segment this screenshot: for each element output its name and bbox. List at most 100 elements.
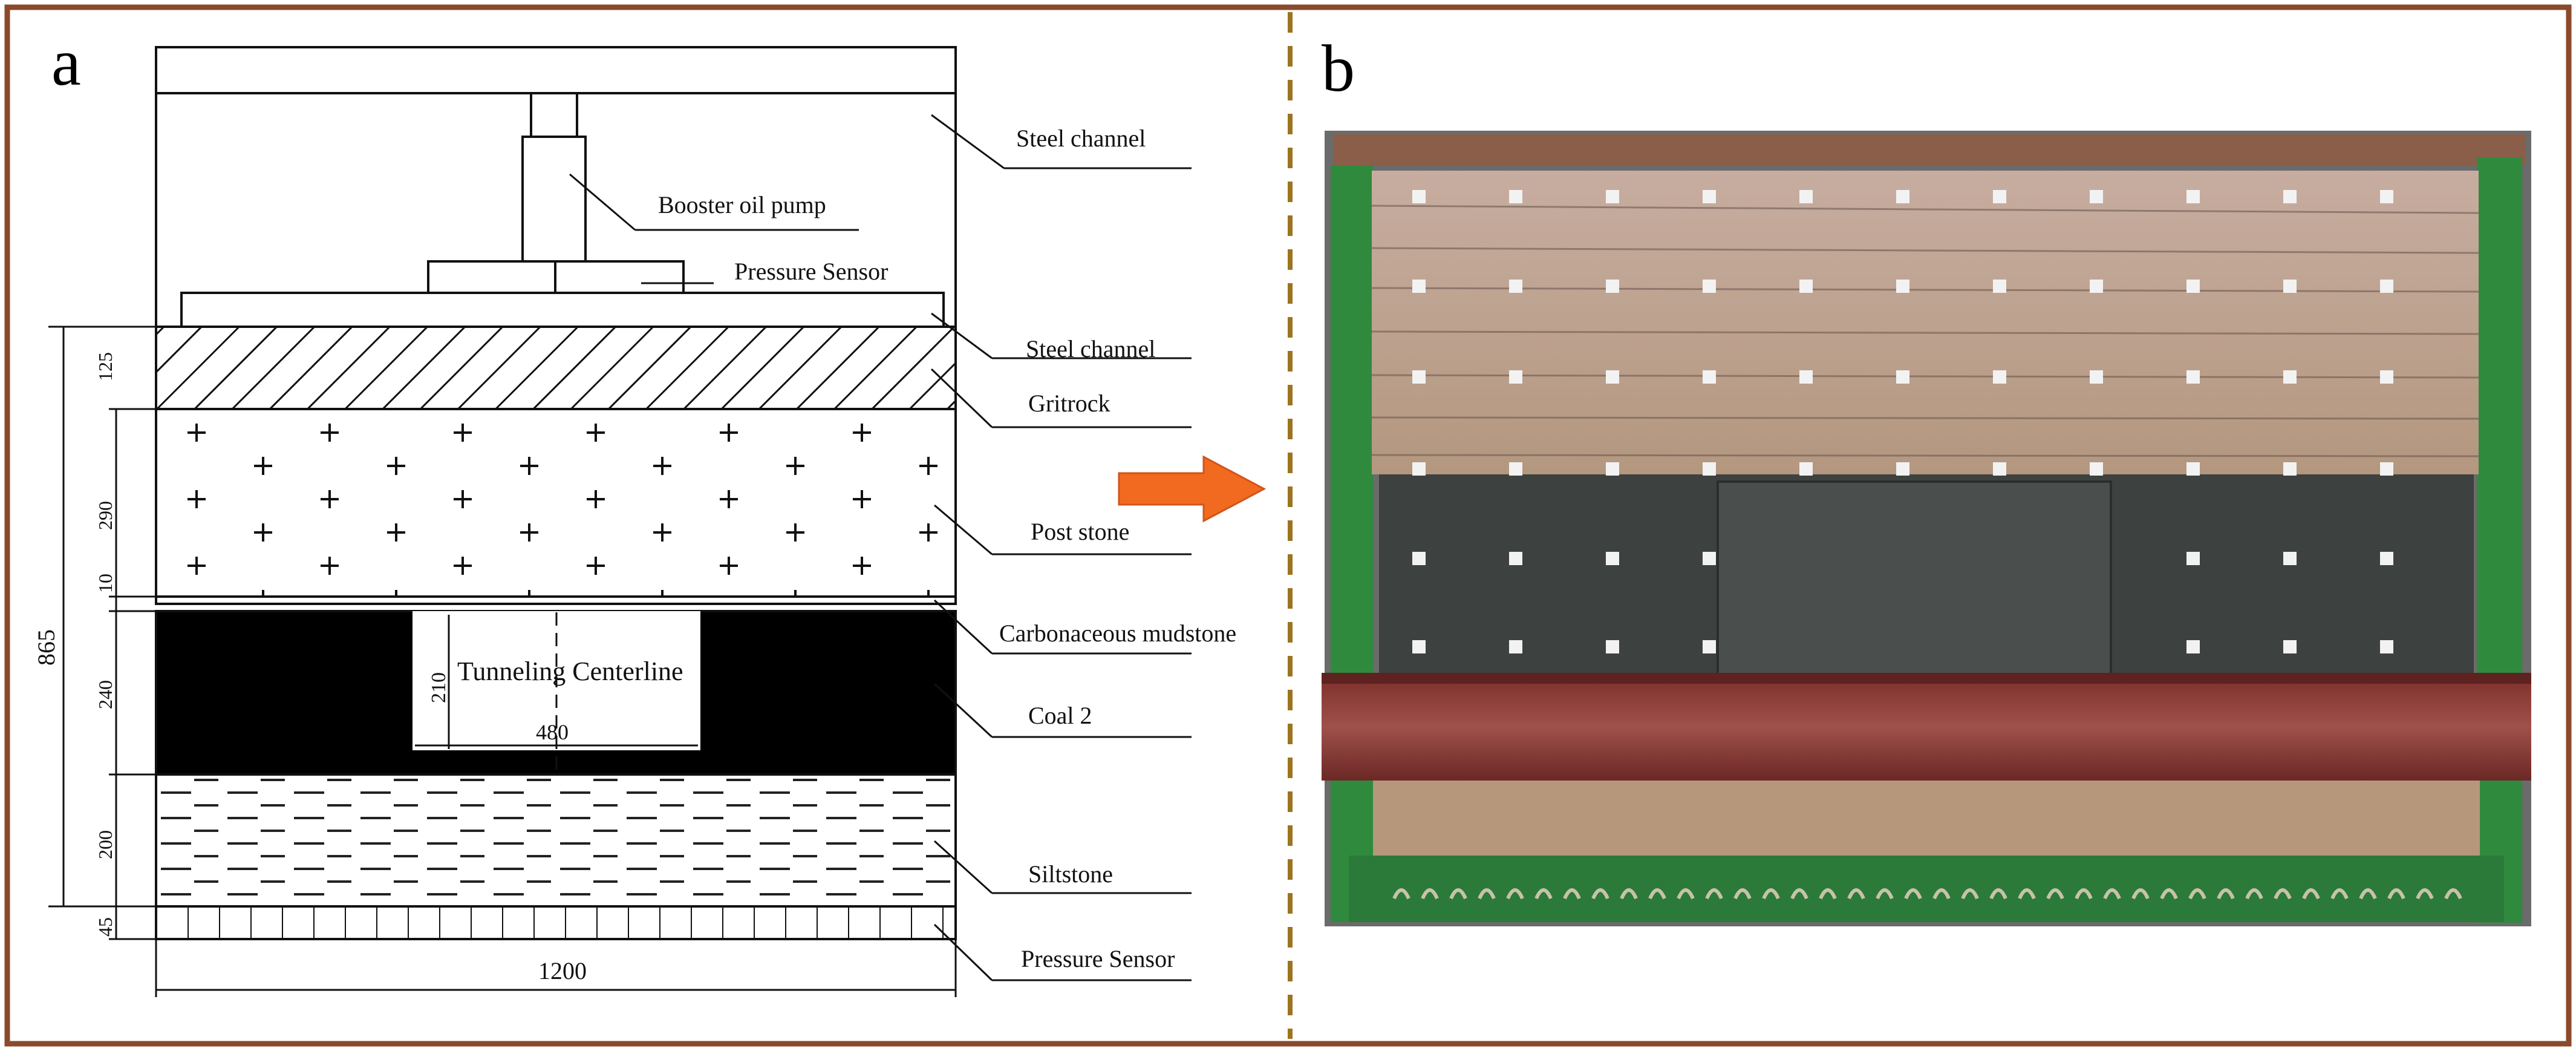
photo-sensor-clip: [2302, 888, 2320, 900]
thickness-post-stone: 290: [94, 501, 116, 530]
photo-marker: [1896, 462, 1909, 476]
panel-a-label: a: [51, 25, 81, 99]
photo-marker: [2090, 280, 2103, 293]
photo-sensor-clip: [2387, 888, 2405, 900]
tunnel-label: Tunneling Centerline: [457, 656, 683, 686]
label-booster-oil-pump: Booster oil pump: [658, 191, 826, 218]
photo-marker: [1412, 190, 1426, 203]
thickness-mudstone: 10: [94, 574, 116, 593]
model-schematic: [48, 46, 1192, 997]
panel-b-label: b: [1322, 31, 1355, 105]
photo-marker: [1703, 190, 1716, 203]
photo-marker: [1412, 640, 1426, 653]
photo-sensor-clip: [2046, 888, 2064, 900]
photo-sensor-clip: [1449, 888, 1467, 900]
photo-sensor-clip: [2245, 888, 2263, 900]
label-pressure-sensor-bottom: Pressure Sensor: [1021, 945, 1175, 972]
photo-marker: [1703, 462, 1716, 476]
photo-sensor-clip: [2359, 888, 2377, 900]
photo-sensor-clip: [1705, 888, 1723, 900]
photo-marker: [1509, 462, 1522, 476]
photo-marker: [2186, 280, 2200, 293]
photo-marker: [1799, 280, 1813, 293]
photo-marker: [2283, 190, 2297, 203]
photo-marker: [1412, 370, 1426, 384]
photo-marker: [1606, 462, 1619, 476]
photo-marker: [2090, 190, 2103, 203]
photo-marker: [1412, 462, 1426, 476]
booster-oil-pump: [530, 92, 578, 138]
photo-marker: [1703, 552, 1716, 565]
label-siltstone: Siltstone: [1028, 860, 1113, 888]
photo-sensor-clip: [2188, 888, 2206, 900]
photo-marker: [1509, 640, 1522, 653]
photo-sensor-clip: [1876, 888, 1894, 900]
label-carbonaceous-mudstone: Carbonaceous mudstone: [999, 620, 1236, 647]
tunnel-width: 480: [536, 720, 569, 744]
photo-marker: [1799, 462, 1813, 476]
photo-marker: [1606, 370, 1619, 384]
photo-marker: [1993, 462, 2006, 476]
thickness-sensor: 45: [94, 917, 116, 937]
photo-sensor-clip: [1819, 888, 1837, 900]
photo-marker: [1896, 280, 1909, 293]
photo-sensor-clip: [2416, 888, 2434, 900]
photo-sensor-clip: [1733, 888, 1752, 900]
photo-sensor-clip: [1790, 888, 1808, 900]
photo-sensor-clip: [2131, 888, 2150, 900]
photo-sensor-base: [1349, 856, 2504, 922]
photo-marker: [2380, 552, 2393, 565]
photo-sensor-clip: [2018, 888, 2036, 900]
label-pressure-sensor-top: Pressure Sensor: [734, 258, 888, 285]
photo-marker: [2090, 462, 2103, 476]
photo-marker: [2283, 552, 2297, 565]
photo-marker: [1799, 370, 1813, 384]
photo-marker: [2283, 640, 2297, 653]
layer-carbonaceous-mudstone: [155, 595, 957, 605]
layer-gritrock: [155, 326, 957, 410]
photo-marker: [1412, 280, 1426, 293]
photo-marker: [1606, 640, 1619, 653]
photo-sensor-clip: [1648, 888, 1666, 900]
photo-sensor-clip: [1677, 888, 1695, 900]
figure-border: [4, 4, 2572, 1047]
photo-marker: [2380, 640, 2393, 653]
total-width: 1200: [538, 957, 587, 984]
photo-steel-beam: [1322, 673, 2531, 781]
photo-marker: [1896, 370, 1909, 384]
photo-sensor-clip: [1904, 888, 1922, 900]
photo-marker: [1799, 190, 1813, 203]
photo-sensor-clip: [2444, 888, 2462, 900]
steel-channel-top: [155, 46, 957, 94]
photo-sensor-clip: [2330, 888, 2349, 900]
photo-sensor-clip: [1563, 888, 1581, 900]
label-post-stone: Post stone: [1031, 518, 1129, 545]
photo-marker: [1703, 280, 1716, 293]
photo-sensor-clip: [2075, 888, 2093, 900]
photo-sensor-clip: [1421, 888, 1439, 900]
photo-sensor-clip: [1932, 888, 1951, 900]
photo-sensor-clip: [1534, 888, 1553, 900]
photo-marker: [2186, 552, 2200, 565]
photo-sensor-clip: [1961, 888, 1979, 900]
photo-marker: [2380, 280, 2393, 293]
photo-sensor-clip: [1506, 888, 1524, 900]
label-coal: Coal 2: [1028, 702, 1092, 729]
model-photo: [1322, 131, 2531, 926]
photo-sensor-clip: [2160, 888, 2178, 900]
layer-post-stone: [155, 408, 957, 598]
photo-sensor-clip: [1591, 888, 1609, 900]
layer-pressure-sensor: [155, 905, 957, 940]
photo-marker: [1993, 370, 2006, 384]
total-height: 865: [33, 629, 60, 666]
photo-marker: [1509, 370, 1522, 384]
photo-marker: [1509, 552, 1522, 565]
label-steel-channel-top: Steel channel: [1016, 125, 1146, 152]
photo-sensor-clip: [1762, 888, 1780, 900]
photo-marker: [1509, 280, 1522, 293]
photo-sand-layers: [1372, 171, 2479, 474]
photo-sensor-clip: [1989, 888, 2007, 900]
photo-marker: [1993, 280, 2006, 293]
arrow-icon: [1118, 455, 1267, 523]
